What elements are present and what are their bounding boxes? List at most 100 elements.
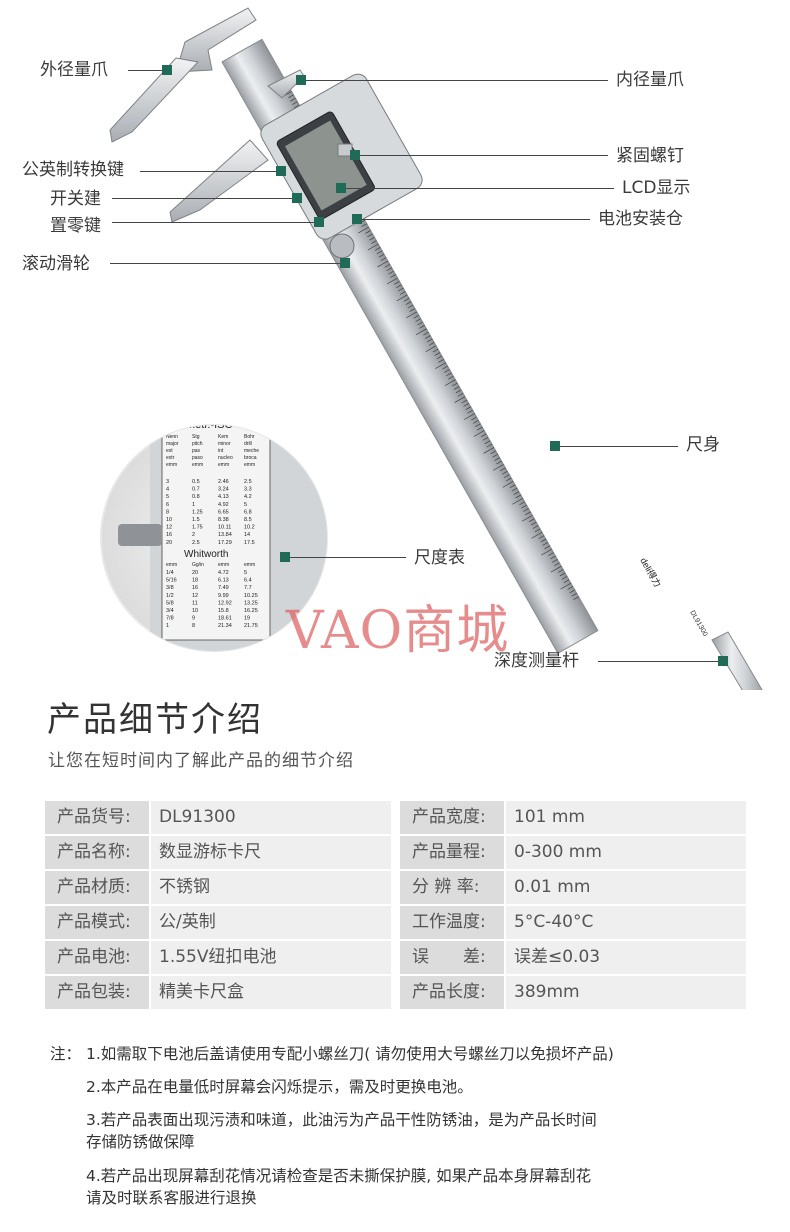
lens-table-text: 1.75 xyxy=(192,525,203,531)
marker-zero-key xyxy=(314,217,324,227)
marker-unit-switch-key xyxy=(276,166,286,176)
callout-inner-jaw: 内径量爪 xyxy=(616,70,684,90)
brand-logo: deli得力 xyxy=(638,556,663,589)
lens-table-text: 21.75 xyxy=(244,623,258,629)
lens-table-text: emm xyxy=(244,462,255,468)
lens-table-text: 6.13 xyxy=(218,578,229,584)
reference-table-graphic: Metr.-ISONennmajorextextremmStgpitchpasp… xyxy=(166,425,259,629)
lens-table-text: 4.72 xyxy=(218,570,229,576)
lens-table-text: 10 xyxy=(192,608,198,614)
spec-row-left: 产品货号:DL91300 xyxy=(45,801,391,834)
lens-table-text: 10.2 xyxy=(244,525,255,531)
lens-table-text: 1 xyxy=(166,623,169,629)
spec-value: 389mm xyxy=(506,976,746,1009)
spec-label: 产品量程: xyxy=(400,836,504,869)
callout-thumb-roller: 滚动滑轮 xyxy=(22,254,90,274)
lens-table-text: Bohr xyxy=(244,434,255,440)
callout-unit-switch-key: 公英制转换键 xyxy=(22,160,124,180)
lens-table-text: 4.2 xyxy=(244,494,252,500)
caliper-illustration: deli得力 DL91300 Metr.-ISONennmajorextextr… xyxy=(100,7,763,690)
lens-table-text: 3.3 xyxy=(244,487,252,493)
lens-table-text: 5/16 xyxy=(166,578,177,584)
spec-value: 1.55V纽扣电池 xyxy=(151,941,391,974)
outer-jaw-lower-fixed xyxy=(109,57,199,143)
lens-table-text: 15.8 xyxy=(218,608,229,614)
lens-table-text: 16.25 xyxy=(244,608,258,614)
spec-label: 误 差: xyxy=(400,941,504,974)
spec-value: 5°C-40°C xyxy=(506,906,746,939)
spec-row-right: 工作温度:5°C-40°C xyxy=(400,906,746,939)
lens-table-text: 20 xyxy=(192,570,198,576)
lens-table-text: 2.5 xyxy=(244,479,252,485)
spec-label: 分 辨 率: xyxy=(400,871,504,904)
lens-table-text: 17.5 xyxy=(244,540,255,546)
watermark: VAO商城 xyxy=(286,601,510,661)
lens-table-text: 12.92 xyxy=(218,600,232,606)
marker-inner-jaw xyxy=(296,75,306,85)
lens-table-text: emm xyxy=(218,562,229,568)
lens-table-text: Nenn xyxy=(166,434,178,440)
lens-table-text: 13.25 xyxy=(244,600,258,606)
lens-table-text: Stg xyxy=(192,434,200,440)
note-item: 2.本产品在电量低时屏幕会闪烁提示，需及时更换电池。 xyxy=(86,1078,473,1096)
spec-row-right: 产品长度:389mm xyxy=(400,976,746,1009)
callout-zero-key: 置零键 xyxy=(50,216,101,236)
lens-table-text: 12 xyxy=(166,525,172,531)
lens-table-text: 2 xyxy=(192,532,195,538)
lens-table-text: 17.29 xyxy=(218,540,232,546)
lens-table-text: 7/8 xyxy=(166,616,174,622)
lens-table-text: 18 xyxy=(192,578,198,584)
spec-row-left: 产品名称:数显游标卡尺 xyxy=(45,836,391,869)
note-item: 3.若产品表面出现污渍和味道，此油污为产品干性防锈油，是为产品长时间 xyxy=(86,1111,597,1129)
lens-table-text: 3/4 xyxy=(166,608,174,614)
lens-table-text: 6.8 xyxy=(244,509,252,515)
thumb-roller xyxy=(329,233,355,259)
lens-table-text: 11 xyxy=(192,600,198,606)
lens-table-text: 6 xyxy=(166,502,169,508)
spec-value: DL91300 xyxy=(151,801,391,834)
spec-value: 101 mm xyxy=(506,801,746,834)
spec-label: 产品宽度: xyxy=(400,801,504,834)
marker-reference-table xyxy=(280,552,290,562)
spec-label: 产品包装: xyxy=(45,976,149,1009)
lens-table-text: 4.13 xyxy=(218,494,229,500)
callout-lcd-display: LCD显示 xyxy=(622,178,691,198)
lens-table-text: 5 xyxy=(166,494,169,500)
lens-table-text: 3/8 xyxy=(166,585,174,591)
spec-row-right: 误 差:误差≤0.03 xyxy=(400,941,746,974)
lens-table-text: meche xyxy=(244,448,259,454)
spec-label: 产品电池: xyxy=(45,941,149,974)
lens-table-text: 3.24 xyxy=(218,487,229,493)
lens-table-text: 10 xyxy=(166,517,172,523)
spec-value: 公/英制 xyxy=(151,906,391,939)
callout-reference-table: 尺度表 xyxy=(414,548,465,568)
lens-table-text: 13.84 xyxy=(218,532,232,538)
lens-table-text: paso xyxy=(192,455,203,461)
spec-row-left: 产品包装:精美卡尺盒 xyxy=(45,976,391,1009)
callout-depth-rod: 深度测量杆 xyxy=(494,651,579,671)
lens-table-text: 20 xyxy=(166,540,172,546)
lens-table-text: 1.25 xyxy=(192,509,203,515)
spec-row-right: 分 辨 率:0.01 mm xyxy=(400,871,746,904)
notes-prefix: 注： xyxy=(50,1045,82,1063)
marker-depth-rod xyxy=(718,656,728,666)
callout-outer-jaw: 外径量爪 xyxy=(40,60,108,80)
marker-lcd-display xyxy=(336,183,346,193)
spec-value: 不锈钢 xyxy=(151,871,391,904)
lens-table-text: 6.4 xyxy=(244,578,252,584)
lens-table-text: emm xyxy=(166,562,177,568)
marker-outer-jaw xyxy=(162,65,172,75)
note-item: 4.若产品出现屏幕刮花情况请检查是否未撕保护膜, 如果产品本身屏幕刮花 xyxy=(86,1167,592,1185)
note-item: 请及时联系客服进行退换 xyxy=(86,1189,257,1207)
lens-table-text: 0.5 xyxy=(192,479,200,485)
lens-table-text: pitch xyxy=(192,441,203,447)
marker-main-beam xyxy=(550,441,560,451)
note-item: 存储防锈做保障 xyxy=(86,1133,195,1151)
spec-label: 产品模式: xyxy=(45,906,149,939)
lens-table-text: broca xyxy=(244,455,257,461)
lens-table-text: 18.61 xyxy=(218,616,232,622)
callout-locking-screw: 紧固螺钉 xyxy=(616,146,684,166)
marker-thumb-roller xyxy=(340,258,350,268)
lens-table-text: 21.34 xyxy=(218,623,232,629)
lens-table-text: 5 xyxy=(244,570,247,576)
